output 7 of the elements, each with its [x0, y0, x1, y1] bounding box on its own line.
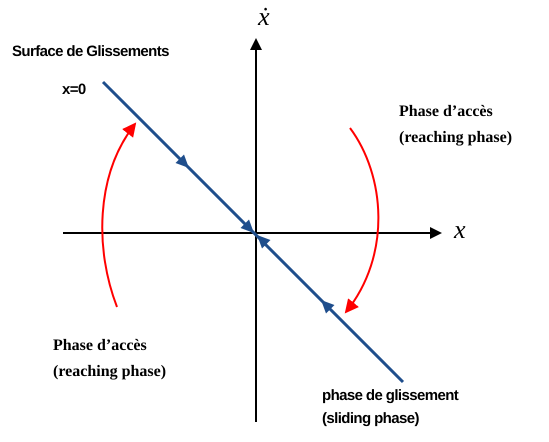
- axis-label: ẋ: [258, 2, 271, 32]
- phase-label: phase de glissement (sliding phase): [322, 386, 460, 430]
- surface-label: Surface de Glissements: [12, 42, 170, 62]
- region-label: Phase d’accès (reaching phase): [53, 336, 168, 382]
- region-label: Phase d’accès (reaching phase): [399, 102, 514, 148]
- axis-label: x: [454, 215, 467, 245]
- surface-equation: x=0: [62, 80, 87, 100]
